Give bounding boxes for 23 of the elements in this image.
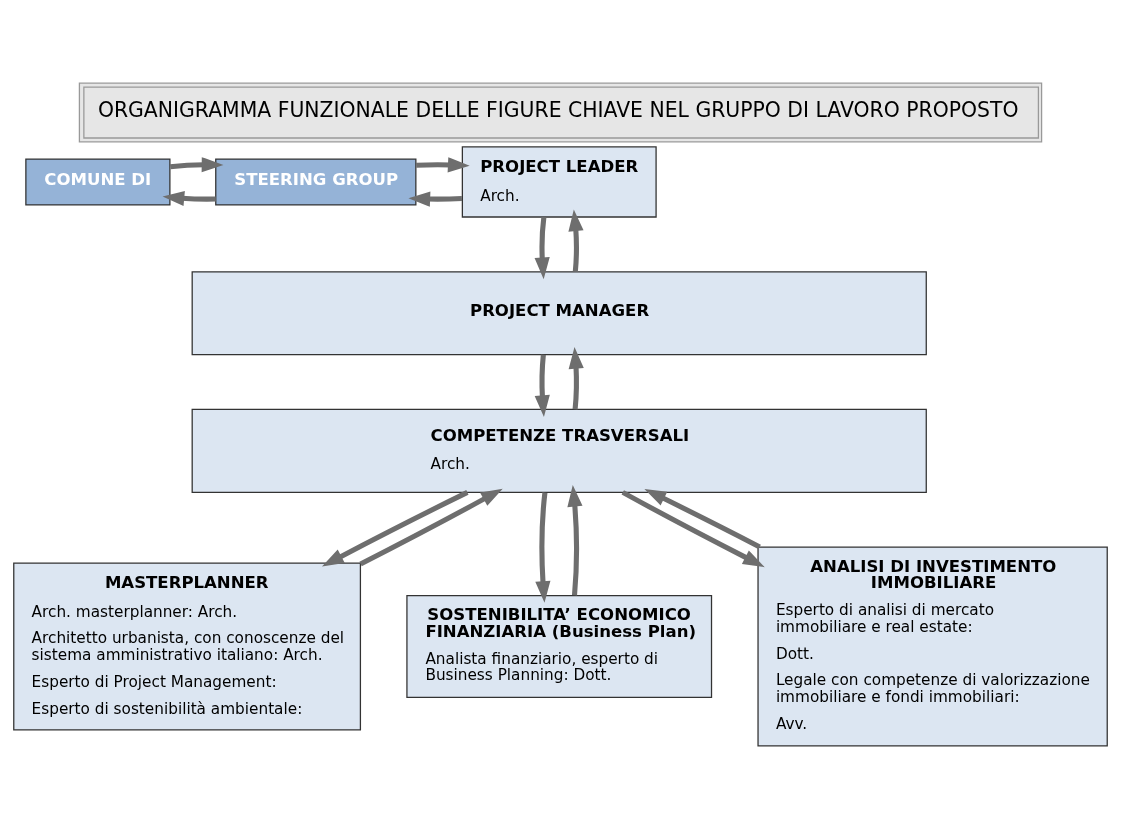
arrow [321,490,469,567]
node-box: PROJECT LEADER Arch. [461,146,657,218]
arrow [534,354,550,418]
node-box: ANALISI DI INVESTIMENTO IMMOBILIARE Esperto di analisi di mercato immobiliare e real estate: Dott. Legale con competenze di valorizzazione immobiliare e fondi immobiliari: Avv. [757,546,1108,747]
arrow [162,190,216,207]
arrow [568,209,584,272]
arrow [568,347,584,410]
arrow [359,488,503,567]
arrow [534,216,550,280]
diagram-title: ORGANIGRAMMA FUNZIONALE DELLE FIGURE CHIAVE NEL GRUPPO DI LAVORO PROPOSTO [97,98,1019,123]
arrow [169,157,224,173]
arrow [535,492,551,603]
node-box: MASTERPLANNER Arch. masterplanner: Arch. Architetto urbanista, con conoscenze del sistema amministrativo italiano: Arch. Esperto di Project Management: Esperto di sostenibilità ambientale: [13,562,362,731]
arrow [567,484,583,596]
node-box: COMUNE DI [25,158,171,206]
node-box: STEERING GROUP [215,158,417,206]
arrow [408,191,463,207]
arrow [621,490,765,568]
node-box: COMPETENZE TRASVERSALI Arch. [191,408,927,493]
arrow [644,489,761,550]
node-box: SOSTENIBILITA’ ECONOMICO FINANZIARIA (Business Plan) Analista finanziario, esperto di Business Planning: Dott. [406,594,713,699]
node-box: PROJECT MANAGER [191,271,927,356]
arrow [416,157,470,173]
